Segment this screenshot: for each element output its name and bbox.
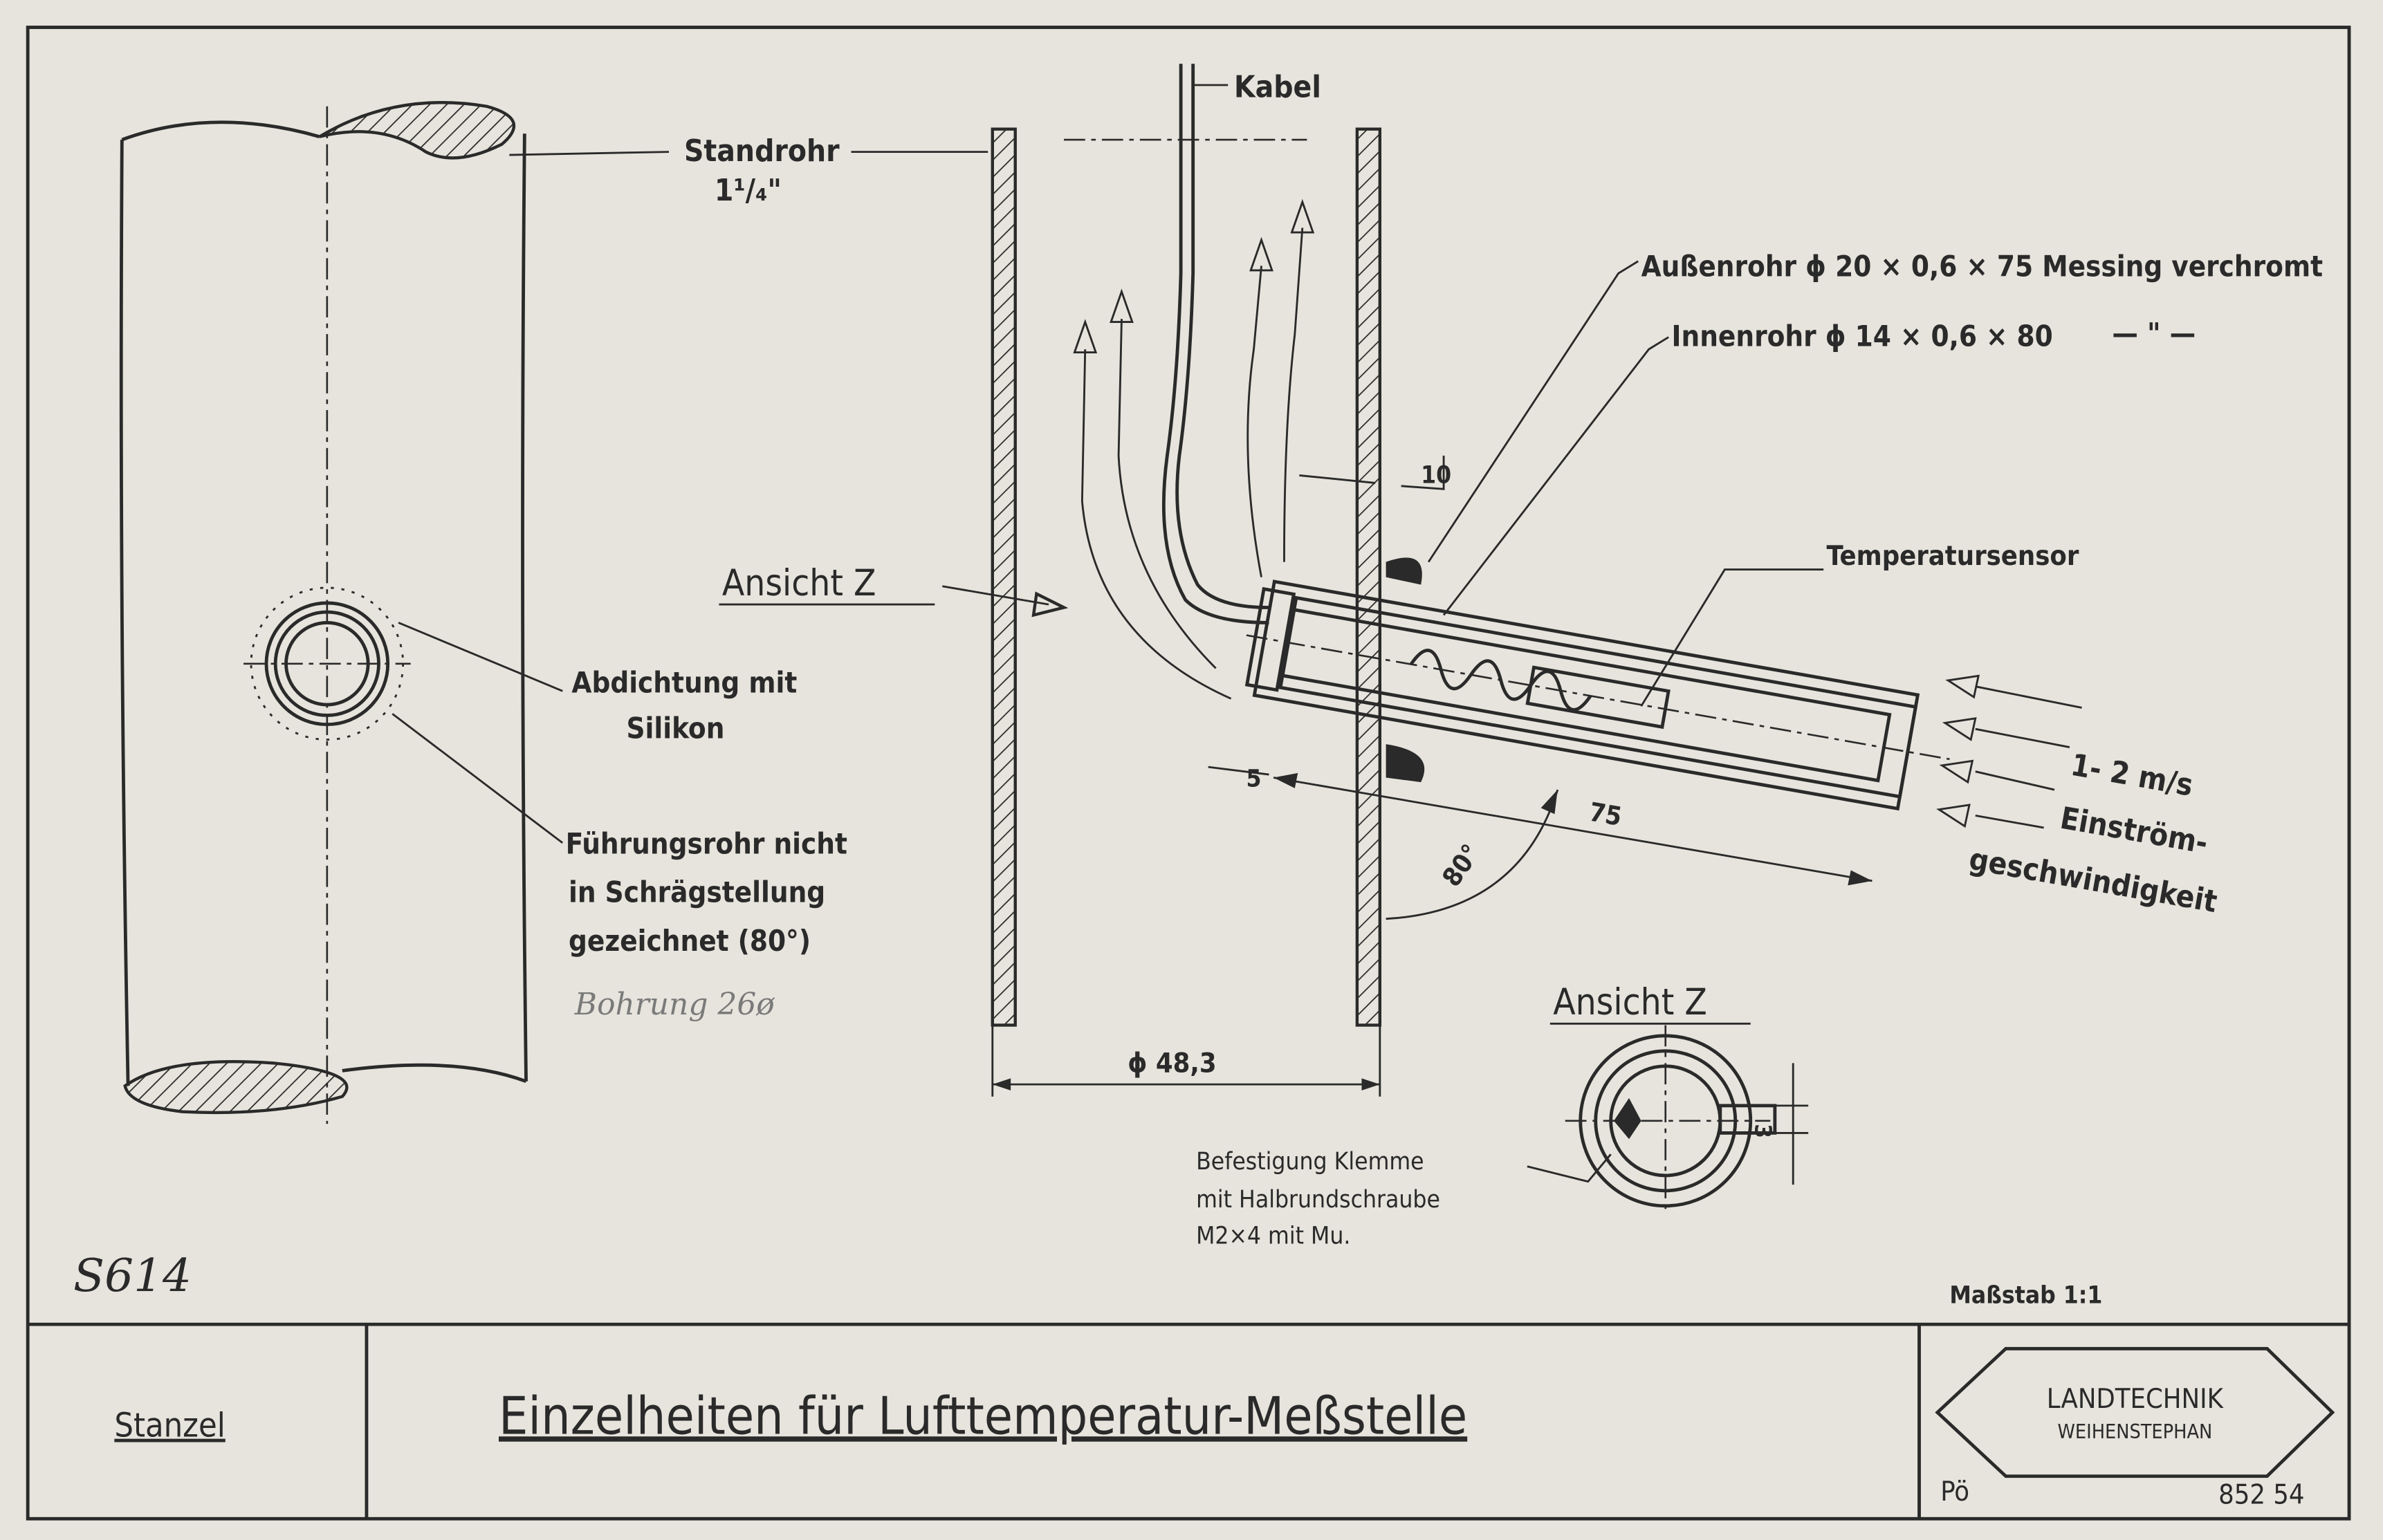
sheet-handwritten-number: S614 [73, 1249, 192, 1302]
dimension-10: 10 [1421, 461, 1451, 489]
author-name: Stanzel [114, 1407, 225, 1445]
dimension-5: 5 [1246, 765, 1262, 793]
drawing-number: 852 54 [2218, 1478, 2304, 1510]
temperatursensor-label: Temperatursensor [1827, 540, 2079, 572]
standpipe-side-view [119, 101, 528, 1124]
ansicht-z-arrow-label: Ansicht Z [722, 562, 876, 604]
ansicht-z-title: Ansicht Z [1553, 981, 1707, 1023]
sensor-tube [1244, 579, 1950, 811]
befestigung-label-1: Befestigung Klemme [1196, 1147, 1424, 1176]
drawing-frame [26, 26, 2351, 1521]
landtechnik-logo: LANDTECHNIK WEIHENSTEPHAN [1935, 1346, 2335, 1478]
abdichtung-label-2: Silikon [626, 711, 724, 745]
fuehrung-label-2: in Schrägstellung [569, 875, 825, 909]
dimension-3: 3 [1749, 1124, 1776, 1138]
aussenrohr-label: Außenrohr ϕ 20 × 0,6 × 75 Messing verchr… [1641, 250, 2323, 284]
cable [1161, 64, 1269, 624]
pipe-section [991, 127, 1382, 1097]
bohrung-handwritten-note: Bohrung 26ø [574, 987, 775, 1022]
scale-label: Maßstab 1:1 [1949, 1281, 2102, 1309]
standrohr-size: 1¹/₄" [715, 173, 782, 208]
abdichtung-label-1: Abdichtung mit [571, 665, 797, 699]
dimension-75: 75 [1587, 797, 1624, 832]
fuehrung-label-1: Führungsrohr nicht [566, 826, 847, 860]
drafter-initials: Pö [1940, 1476, 1969, 1507]
dimension-diameter: ϕ 48,3 [1128, 1048, 1216, 1079]
ansicht-z-detail [1565, 1025, 1809, 1216]
drawing-title: Einzelheiten für Lufttemperatur-Meßstell… [499, 1386, 1467, 1446]
airflow-arrows [1073, 198, 1315, 700]
svg-text:WEIHENSTEPHAN: WEIHENSTEPHAN [2058, 1420, 2213, 1443]
befestigung-label-2: mit Halbrundschraube [1196, 1185, 1440, 1214]
silicone-seal [1386, 557, 1425, 783]
inflow-arrows [1936, 674, 2082, 829]
kabel-label: Kabel [1234, 70, 1321, 105]
svg-text:LANDTECHNIK: LANDTECHNIK [2047, 1383, 2225, 1415]
fuehrung-label-3: gezeichnet (80°) [569, 924, 811, 958]
innenrohr-label: Innenrohr ϕ 14 × 0,6 × 80 [1672, 319, 2053, 353]
innenrohr-ditto: — " — [2112, 316, 2196, 350]
standrohr-label: Standrohr [684, 133, 840, 169]
befestigung-label-3: M2×4 mit Mu. [1196, 1222, 1350, 1250]
